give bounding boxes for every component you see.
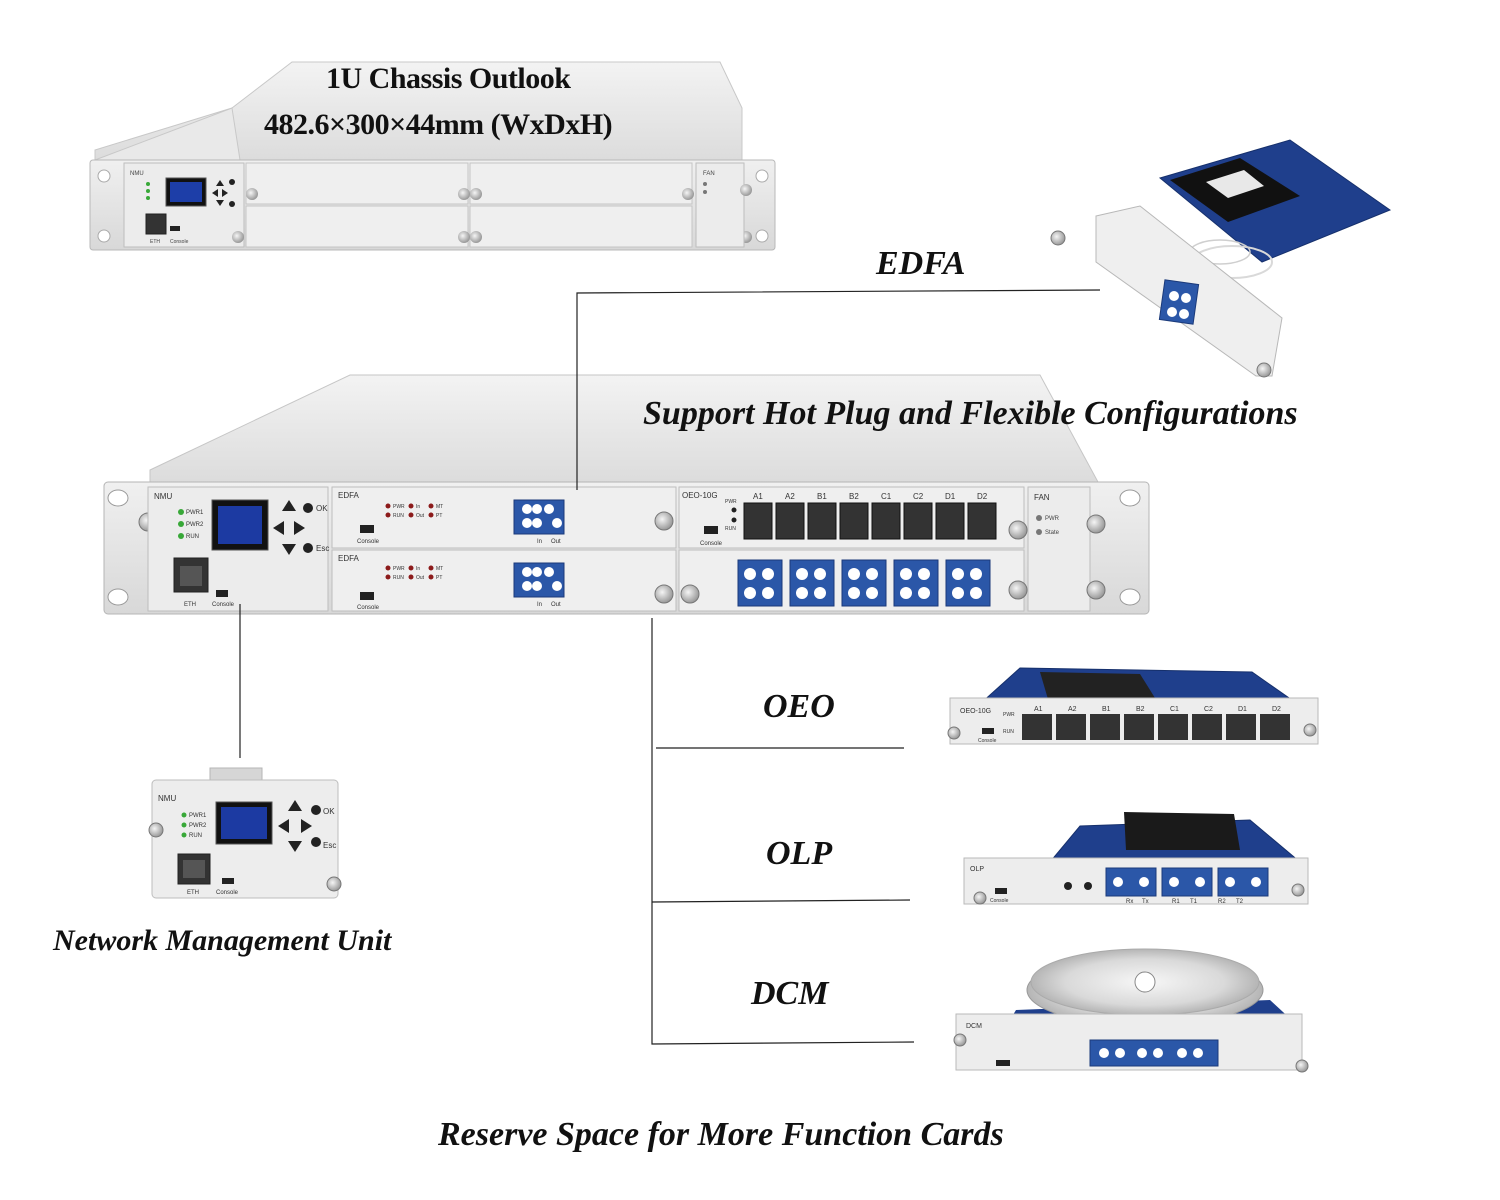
edfa1-pwr-label: PWR [393,504,405,510]
nmu-module-photo: NMU PWR1 PWR2 RUN OK Esc ETH Console [148,767,342,899]
lc-adapter-group [737,559,991,607]
edfa-caption: EDFA [876,245,966,282]
oeo-photo-pwr-label: PWR [1003,712,1015,718]
nmu-photo-run: RUN [189,833,202,839]
oeo-photo-port-d2: D2 [1272,706,1281,713]
olp-caption: OLP [766,835,833,872]
oeo-photo-port-a2: A2 [1068,706,1077,713]
edfa2-console-label: Console [357,605,380,611]
edfa2-mt-label: MT [436,566,443,572]
nmu-photo-eth: ETH [187,890,199,896]
olp-photo-lc-adapters [1105,867,1269,897]
fan-label: FAN [1034,493,1050,502]
callout-lines [239,289,1101,1045]
olp-photo-console-label: Console [990,898,1009,904]
edfa1-in-port-label: In [537,539,542,545]
esc-label: Esc [316,544,329,553]
nmu-caption: Network Management Unit [53,924,392,957]
oeo-photo-run-label: RUN [1003,729,1014,735]
fan-state-label: State [1045,530,1060,536]
nmu-photo-esc: Esc [323,841,336,850]
pwr1-label: PWR1 [186,510,204,516]
oeo-photo-label: OEO-10G [960,708,991,715]
nmu-photo-pwr2: PWR2 [189,823,207,829]
edfa2-run-label: RUN [393,575,404,581]
dcm-card-photo: DCM [953,948,1309,1073]
edfa1-mt-label: MT [436,504,443,510]
oeo-console-label: Console [700,541,723,547]
olp-photo-port-r1: R1 [1172,899,1180,905]
olp-photo-port-t2: T2 [1236,899,1244,905]
oeo-card-photo: OEO-10G PWR RUN Console A1 A2 B1 B2 C1 C… [947,667,1319,745]
chassis-dimensions: 482.6×300×44mm (WxDxH) [264,108,613,141]
oeo-sfp-cages [743,502,997,540]
oeo-photo-port-b2: B2 [1136,706,1145,713]
edfa2-out-led-label: Out [416,575,425,581]
small-console-label: Console [170,239,189,245]
small-fan-label: FAN [703,171,715,177]
oeo-photo-port-c1: C1 [1170,706,1179,713]
fan-pwr-label: PWR [1045,516,1060,522]
edfa2-out-port-label: Out [551,602,561,608]
dcm-photo-lc-adapters [1089,1039,1219,1067]
small-nmu-label: NMU [130,171,144,177]
nmu-photo-ok: OK [323,807,335,816]
edfa1-label: EDFA [338,491,360,500]
olp-photo-label: OLP [970,866,984,873]
edfa2-in-port-label: In [537,602,542,608]
dcm-caption: DCM [751,975,829,1012]
ok-label: OK [316,504,328,513]
nmu-photo-console: Console [216,890,239,896]
nmu-console-label: Console [212,602,235,608]
edfa1-in-led-label: In [416,504,420,510]
run-label: RUN [186,534,199,540]
edfa1-console-label: Console [357,539,380,545]
small-chassis: NMU ETH Console FAN [89,61,776,251]
oeo-photo-port-a1: A1 [1034,706,1043,713]
support-caption: Support Hot Plug and Flexible Configurat… [643,395,1298,432]
pwr2-label: PWR2 [186,522,204,528]
edfa1-run-label: RUN [393,513,404,519]
reserve-caption: Reserve Space for More Function Cards [438,1116,1004,1153]
oeo-run-label: RUN [725,526,736,532]
oeo-photo-port-d1: D1 [1238,706,1247,713]
edfa2-pt-label: PT [436,575,442,581]
oeo-photo-sfp-cages [1022,714,1290,740]
edfa2-label: EDFA [338,554,360,563]
oeo-port-a2: A2 [785,492,795,501]
oeo-card-label: OEO-10G [682,491,718,500]
chassis-title: 1U Chassis Outlook [326,62,571,95]
dcm-photo-label: DCM [966,1023,982,1030]
oeo-pwr-label: PWR [725,499,737,505]
olp-photo-port-rx: Rx [1126,899,1133,905]
oeo-port-c2: C2 [913,492,924,501]
oeo-port-b2: B2 [849,492,859,501]
oeo-port-c1: C1 [881,492,892,501]
oeo-port-a1: A1 [753,492,763,501]
nmu-photo-pwr1: PWR1 [189,813,207,819]
oeo-photo-port-c2: C2 [1204,706,1213,713]
oeo-port-d2: D2 [977,492,988,501]
olp-card-photo: OLP Console Rx Tx R1 T1 R2 T2 [963,812,1309,905]
olp-photo-port-tx: Tx [1142,899,1149,905]
oeo-caption: OEO [763,688,835,725]
olp-photo-port-t1: T1 [1190,899,1198,905]
edfa2-pwr-label: PWR [393,566,405,572]
oeo-photo-port-b1: B1 [1102,706,1111,713]
oeo-port-b1: B1 [817,492,827,501]
main-chassis: NMU PWR1 PWR2 RUN OK Esc ETH Console EDF… [103,374,1150,615]
edfa1-out-led-label: Out [416,513,425,519]
olp-photo-port-r2: R2 [1218,899,1226,905]
nmu-label: NMU [154,492,172,501]
nmu-photo-label: NMU [158,794,176,803]
small-eth-label: ETH [150,239,160,245]
edfa-card-photo [1050,139,1392,378]
edfa1-pt-label: PT [436,513,442,519]
edfa1-out-port-label: Out [551,539,561,545]
eth-label: ETH [184,602,196,608]
oeo-port-d1: D1 [945,492,956,501]
oeo-photo-console-label: Console [978,738,997,744]
edfa2-in-led-label: In [416,566,420,572]
